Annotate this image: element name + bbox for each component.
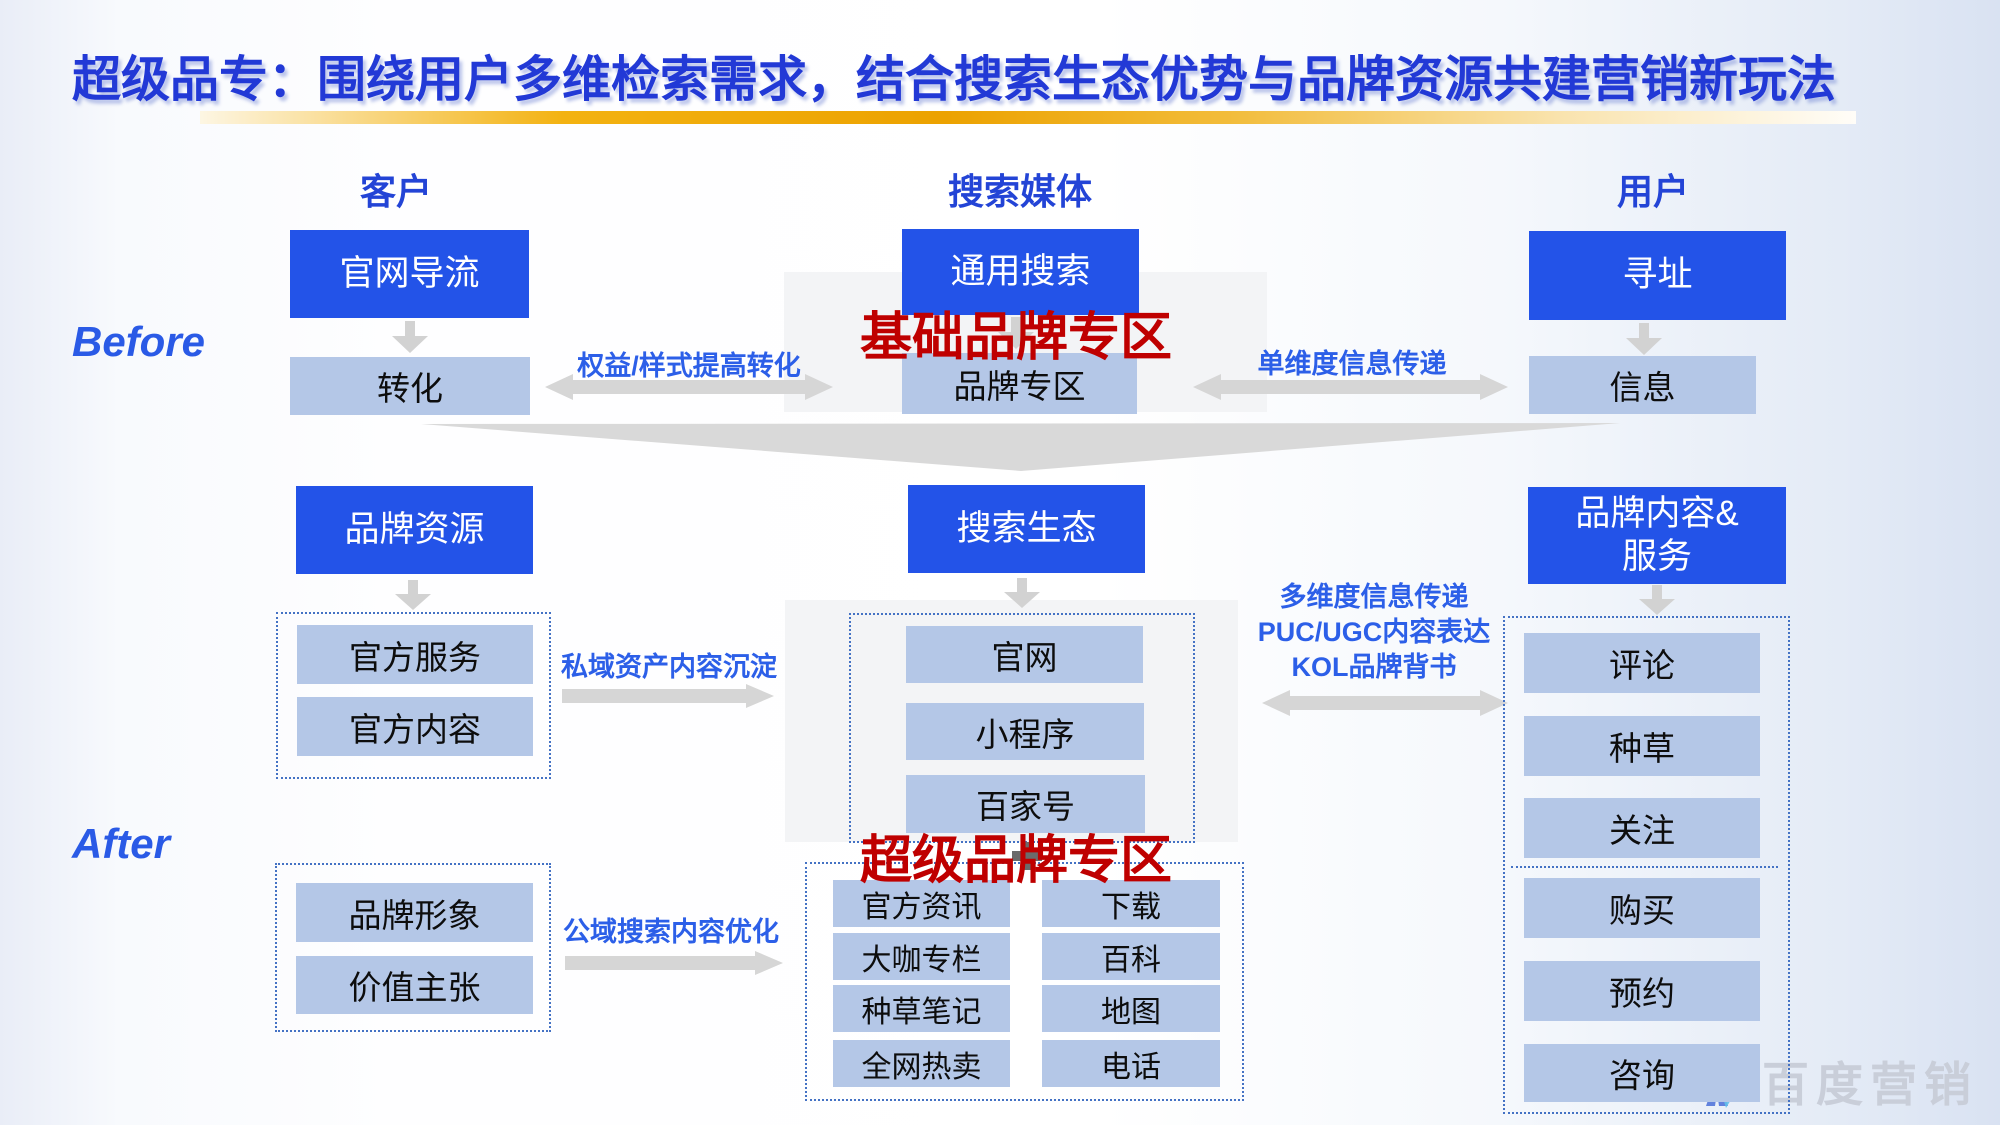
overlay-basic-brand-zone: 基础品牌专区 bbox=[859, 309, 1173, 367]
after-item-consultation: 咨询 bbox=[1524, 1044, 1760, 1102]
grid-item-encyclopedia: 百科 bbox=[1042, 933, 1220, 980]
after-item-brand-image: 品牌形象 bbox=[296, 883, 533, 942]
after-box-brand-content-service: 品牌内容&服务 bbox=[1528, 487, 1786, 584]
arrow-label-line: PUC/UGC内容表达 bbox=[1257, 617, 1491, 647]
after-item-mini-program: 小程序 bbox=[906, 703, 1144, 760]
after-item-official-service: 官方服务 bbox=[297, 625, 533, 684]
down-arrow-icon bbox=[392, 321, 428, 353]
stage-label-after: After bbox=[72, 820, 171, 867]
column-header-user: 用户 bbox=[1616, 171, 1689, 212]
title-underline-bar bbox=[200, 111, 1856, 124]
after-box-brand-resources: 品牌资源 bbox=[296, 486, 533, 574]
after-left-dashed-group1 bbox=[276, 612, 551, 779]
double-arrow-icon bbox=[1262, 690, 1508, 716]
arrow-label-line: 多维度信息传递 bbox=[1279, 582, 1469, 612]
grid-item-official-news: 官方资讯 bbox=[833, 880, 1010, 927]
column-header-search-media: 搜索媒体 bbox=[947, 171, 1092, 212]
before-box-site-traffic: 官网导流 bbox=[290, 230, 529, 318]
after-item-purchase: 购买 bbox=[1524, 878, 1760, 938]
plus-icon bbox=[1012, 842, 1042, 875]
before-box-general-search: 通用搜索 bbox=[902, 229, 1139, 315]
after-item-reservation: 预约 bbox=[1524, 961, 1760, 1021]
before-box-information: 信息 bbox=[1529, 356, 1756, 414]
page-title: 超级品专：围绕用户多维检索需求，结合搜索生态优势与品牌资源共建营销新玩法 bbox=[72, 53, 1837, 107]
down-arrow-icon bbox=[395, 580, 431, 610]
stage-label-before: Before bbox=[72, 318, 206, 365]
public-domain-arrow-label: 公域搜索内容优化 bbox=[563, 917, 779, 947]
down-arrow-icon bbox=[1626, 323, 1662, 355]
double-arrow-icon bbox=[545, 374, 833, 400]
before-right-arrow-label: 单维度信息传递 bbox=[1257, 349, 1447, 379]
after-right-dashed-group bbox=[1503, 616, 1790, 1114]
after-item-official-site: 官网 bbox=[906, 626, 1143, 683]
after-box-search-ecosystem: 搜索生态 bbox=[908, 485, 1145, 573]
after-item-seeding: 种草 bbox=[1524, 716, 1760, 776]
multi-dimension-arrow-label: 多维度信息传递 PUC/UGC内容表达 KOL品牌背书 bbox=[1258, 580, 1491, 685]
down-arrow-icon bbox=[998, 317, 1034, 349]
after-left-dashed-group2 bbox=[275, 863, 551, 1032]
grid-item-hot-sales: 全网热卖 bbox=[833, 1040, 1010, 1087]
after-item-value-proposition: 价值主张 bbox=[296, 956, 533, 1014]
after-item-official-content: 官方内容 bbox=[297, 697, 533, 756]
before-box-conversion: 转化 bbox=[290, 357, 530, 415]
overlay-super-brand-zone: 超级品牌专区 bbox=[859, 832, 1173, 890]
grid-item-phone: 电话 bbox=[1042, 1040, 1220, 1087]
watermark-text: 百度营销 bbox=[1762, 1058, 1978, 1111]
right-arrow-icon bbox=[562, 684, 774, 708]
grid-item-expert-column: 大咖专栏 bbox=[833, 933, 1010, 980]
arrow-label-line: KOL品牌背书 bbox=[1291, 652, 1457, 682]
after-item-comments: 评论 bbox=[1524, 633, 1760, 693]
down-arrow-icon bbox=[1004, 578, 1040, 608]
grid-item-download: 下载 bbox=[1042, 880, 1220, 927]
after-item-baijiahao: 百家号 bbox=[906, 775, 1145, 833]
private-domain-arrow-label: 私域资产内容沉淀 bbox=[561, 652, 777, 682]
before-left-arrow-label: 权益/样式提高转化 bbox=[577, 351, 801, 381]
after-item-follow: 关注 bbox=[1524, 798, 1760, 858]
double-arrow-icon bbox=[1193, 374, 1508, 400]
down-arrow-icon bbox=[1639, 585, 1675, 615]
before-box-brand-zone: 品牌专区 bbox=[902, 353, 1137, 414]
grid-item-map: 地图 bbox=[1042, 985, 1220, 1032]
column-header-customer: 客户 bbox=[359, 171, 432, 212]
dotted-divider bbox=[1511, 866, 1778, 868]
before-box-addressing: 寻址 bbox=[1529, 231, 1786, 320]
grid-item-seeding-notes: 种草笔记 bbox=[833, 985, 1010, 1032]
right-arrow-icon bbox=[565, 951, 783, 975]
